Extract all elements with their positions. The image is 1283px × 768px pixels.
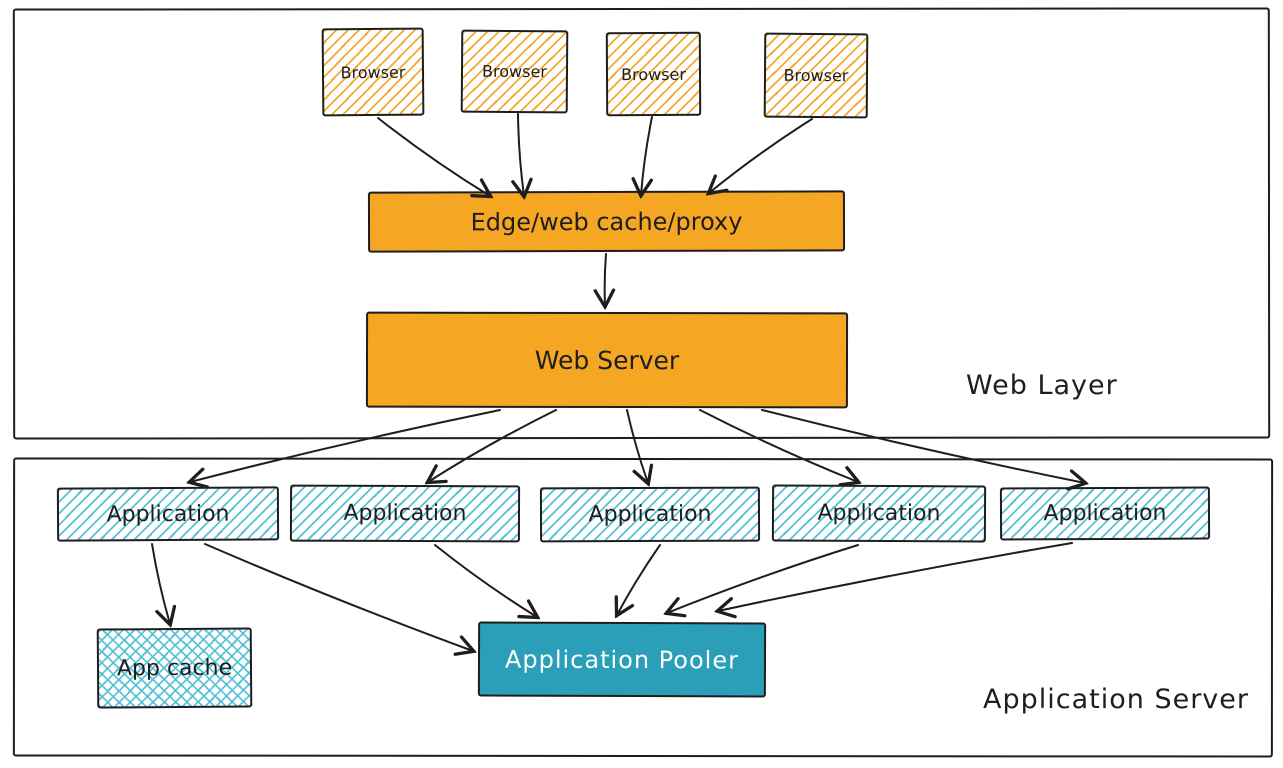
node-application-1-label: Application — [106, 501, 230, 527]
application-server-label: Application Server — [983, 684, 1249, 715]
node-application-3: Application — [539, 486, 761, 543]
node-web-server: Web Server — [365, 311, 849, 409]
node-browser-1: Browser — [321, 27, 425, 117]
node-browser-1-label: Browser — [340, 62, 406, 82]
node-web-server-label: Web Server — [534, 345, 680, 375]
node-application-5: Application — [999, 486, 1211, 541]
node-application-2: Application — [289, 484, 521, 543]
node-application-pooler: Application Pooler — [477, 621, 767, 698]
node-application-1: Application — [56, 486, 280, 542]
node-browser-4-label: Browser — [783, 65, 849, 86]
node-edge-web-cache-proxy: Edge/web cache/proxy — [367, 190, 846, 253]
node-browser-2-label: Browser — [482, 61, 547, 82]
node-app-cache-label: App cache — [116, 655, 233, 681]
node-application-pooler-label: Application Pooler — [504, 645, 740, 674]
node-application-3-label: Application — [588, 501, 712, 528]
node-application-2-label: Application — [343, 500, 467, 527]
node-application-4-label: Application — [817, 500, 941, 527]
node-browser-2: Browser — [460, 29, 569, 114]
web-layer-label: Web Layer — [966, 370, 1118, 401]
node-browser-3-label: Browser — [621, 64, 686, 84]
node-edge-web-cache-proxy-label: Edge/web cache/proxy — [470, 207, 743, 236]
node-application-4: Application — [771, 484, 987, 543]
node-browser-3: Browser — [605, 31, 702, 117]
node-browser-4: Browser — [763, 32, 869, 119]
node-application-5-label: Application — [1043, 500, 1167, 527]
node-app-cache: App cache — [96, 627, 253, 709]
